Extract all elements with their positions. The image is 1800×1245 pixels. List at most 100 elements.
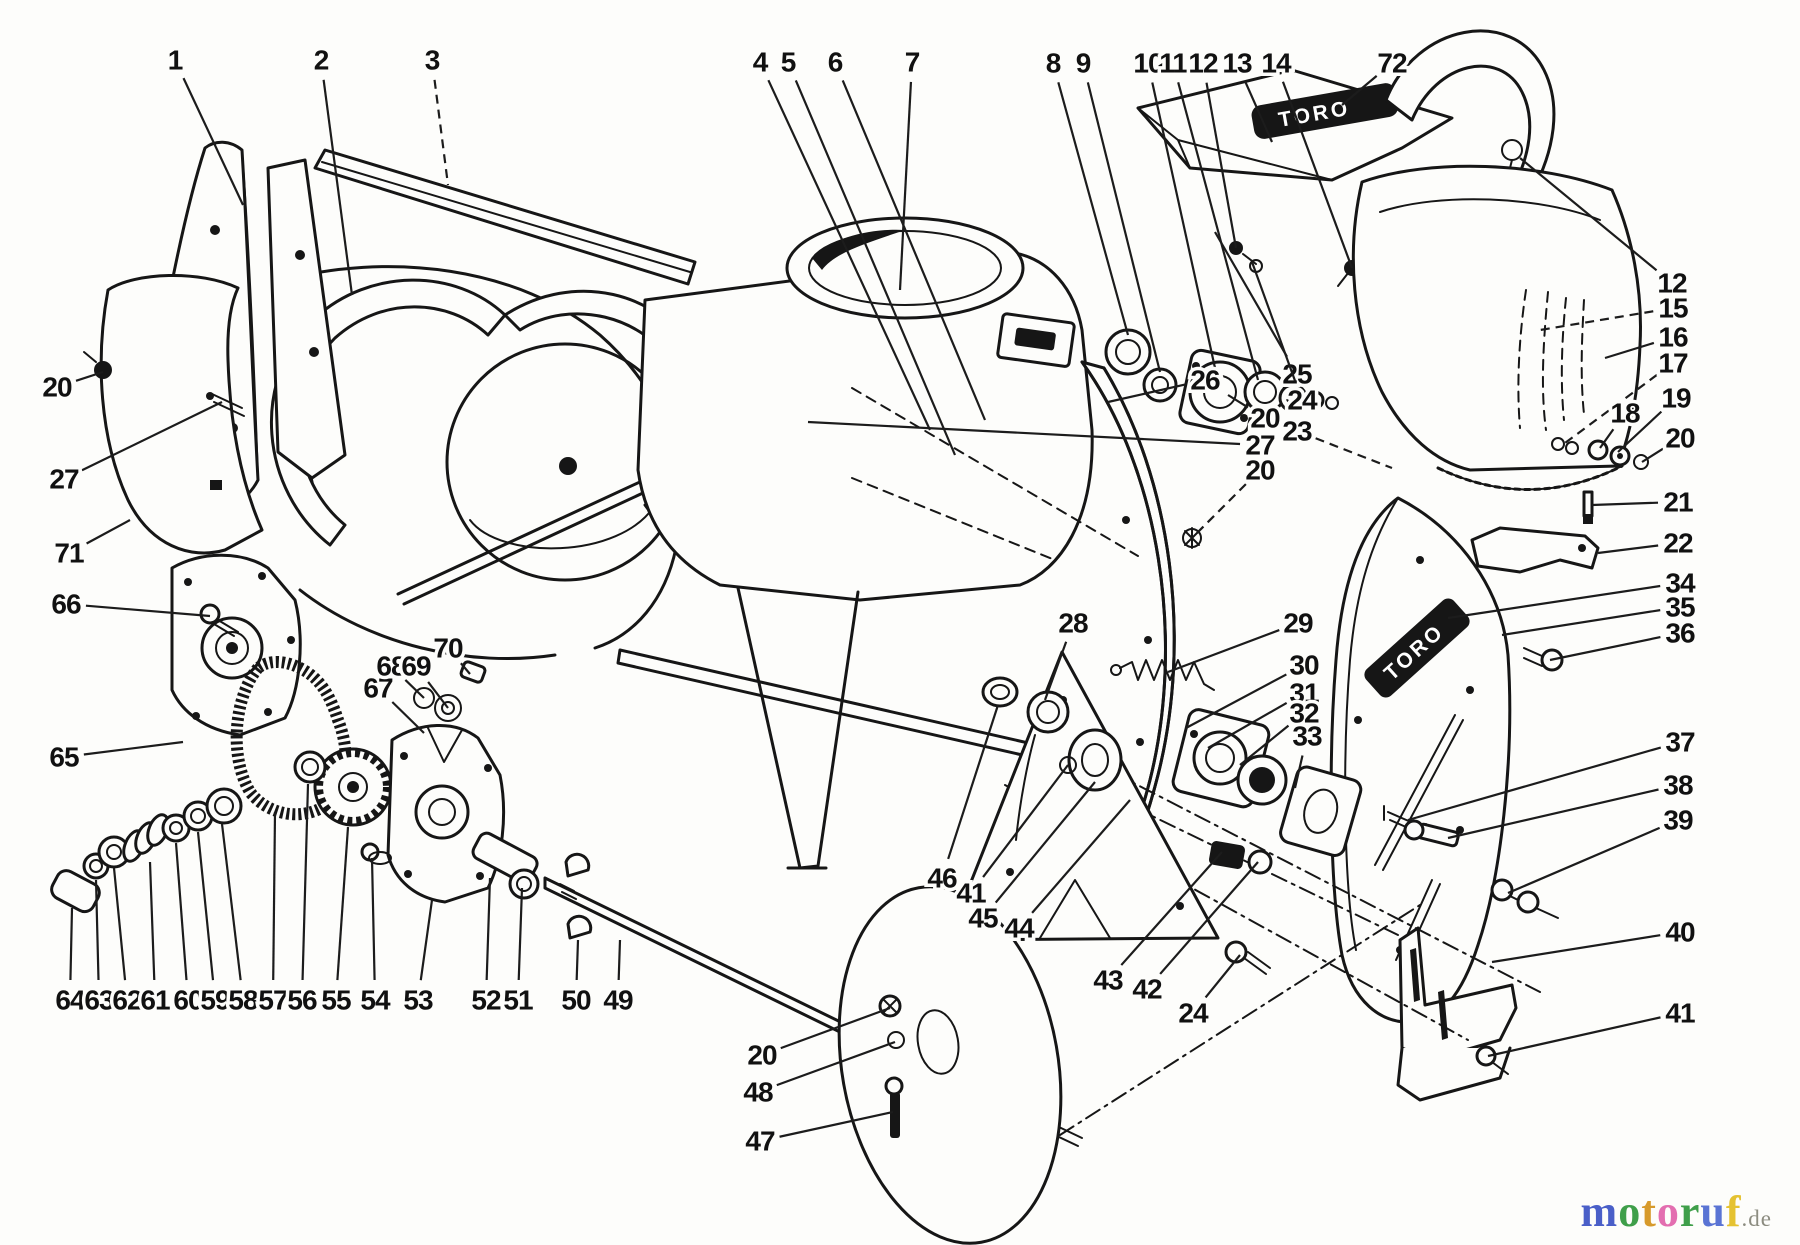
- bearing-set: [981, 676, 1363, 975]
- part-number-label: 7: [905, 47, 920, 78]
- leader-line: [1281, 81, 1354, 269]
- part-number-label: 61: [140, 985, 170, 1016]
- leader-line: [94, 879, 100, 981]
- part-number-label: 48: [743, 1077, 773, 1108]
- part-number-label: 17: [1658, 348, 1688, 379]
- plate-bolt: [1403, 819, 1460, 848]
- part-number-label: 18: [1610, 398, 1640, 429]
- part-number-label: 8: [1046, 48, 1061, 79]
- part-number-label: 9: [1076, 48, 1091, 79]
- watermark-letter: u: [1700, 1187, 1726, 1236]
- leader-line: [148, 861, 156, 981]
- part-number-label: 29: [1283, 608, 1313, 639]
- part-number-label: 38: [1663, 770, 1693, 801]
- part-number-label: 6: [828, 47, 843, 78]
- part-number-label: 20: [1245, 455, 1275, 486]
- leader-line: [1031, 799, 1131, 914]
- right-side-plate: TORO: [1329, 496, 1564, 1024]
- leader-line: [1341, 75, 1378, 106]
- sprocket: [293, 747, 393, 827]
- watermark-letter: o: [1656, 1187, 1680, 1236]
- leader-line: [807, 420, 1241, 446]
- part-number-label: 45: [968, 903, 998, 934]
- washer-stack: [50, 787, 243, 914]
- part-number-label: 67: [363, 673, 393, 704]
- part-number-label: 30: [1289, 650, 1319, 681]
- leader-line: [83, 740, 184, 756]
- impeller-bearing-stack: [1104, 241, 1339, 436]
- part-number-label: 60: [173, 985, 203, 1016]
- leader-line: [427, 681, 449, 709]
- part-number-label: 16: [1658, 322, 1688, 353]
- part-number-label: 72: [1377, 48, 1407, 79]
- part-number-label: 69: [401, 651, 431, 682]
- gearcase-left-half: [170, 553, 302, 737]
- leader-line: [841, 80, 987, 421]
- leader-line: [1086, 82, 1162, 373]
- part-number-label: 66: [51, 589, 81, 620]
- handle-bolt: [1501, 139, 1523, 161]
- scraper-blade: [313, 148, 697, 286]
- part-number-label: 59: [200, 985, 230, 1016]
- part-number-label: 12: [1188, 48, 1218, 79]
- part-number-label: 20: [1665, 423, 1695, 454]
- part-number-label: 24: [1287, 385, 1318, 416]
- leader-line: [460, 662, 471, 675]
- part-number-label: 39: [1663, 805, 1693, 836]
- leader-line: [779, 1110, 894, 1138]
- leader-line: [391, 701, 425, 734]
- leader-line: [1407, 746, 1662, 822]
- leader-line: [1107, 383, 1186, 404]
- leader-line: [404, 679, 425, 699]
- part-number-label: 20: [1250, 403, 1280, 434]
- leader-line: [86, 519, 131, 545]
- leader-line: [1604, 341, 1655, 360]
- part-number-label: 55: [321, 985, 351, 1016]
- leader-line: [982, 764, 1069, 878]
- leader-line: [1519, 157, 1658, 272]
- leader-line: [322, 79, 354, 296]
- small-nut: [1059, 756, 1077, 774]
- part-number-label: 46: [927, 863, 957, 894]
- part-number-label: 53: [403, 985, 433, 1016]
- leader-line: [517, 887, 524, 981]
- leader-line: [433, 79, 450, 186]
- leader-line: [1120, 851, 1223, 966]
- output-shaft: [471, 831, 593, 940]
- leader-line: [1167, 629, 1280, 674]
- part-number-label: 40: [1665, 917, 1695, 948]
- hex-bolt: [1224, 940, 1271, 975]
- toro-decal-top: TORO: [1251, 83, 1399, 139]
- part-number-label: 68: [376, 651, 406, 682]
- leader-line: [1185, 673, 1287, 729]
- leader-line: [174, 842, 188, 981]
- leader-line: [419, 899, 434, 981]
- leader-line: [1597, 544, 1659, 555]
- leader-line: [947, 704, 1000, 860]
- watermark-letter: f: [1725, 1187, 1742, 1236]
- leader-line: [1214, 231, 1288, 358]
- part-number-label: 62: [112, 985, 142, 1016]
- leader-line: [1204, 954, 1241, 999]
- part-number-label: 4: [753, 47, 769, 78]
- leader-line: [75, 370, 104, 382]
- leader-line: [85, 604, 211, 618]
- chute-lock-pin: [1582, 490, 1594, 518]
- part-number-label: 26: [1190, 365, 1220, 396]
- part-number-label: 57: [258, 985, 288, 1016]
- leader-line: [1057, 81, 1130, 336]
- part-number-label: 15: [1658, 293, 1688, 324]
- leader-line: [1641, 447, 1664, 463]
- part-number-label: 24: [1178, 998, 1209, 1029]
- part-number-label: 35: [1665, 592, 1695, 623]
- part-number-label: 28: [1058, 608, 1088, 639]
- leader-line: [898, 81, 913, 291]
- leader-line: [1293, 755, 1304, 789]
- watermark-letter: m: [1580, 1187, 1619, 1236]
- leader-line: [767, 79, 931, 431]
- leader-line: [1205, 82, 1238, 249]
- leader-line: [182, 77, 244, 206]
- watermark-letter: r: [1679, 1187, 1701, 1236]
